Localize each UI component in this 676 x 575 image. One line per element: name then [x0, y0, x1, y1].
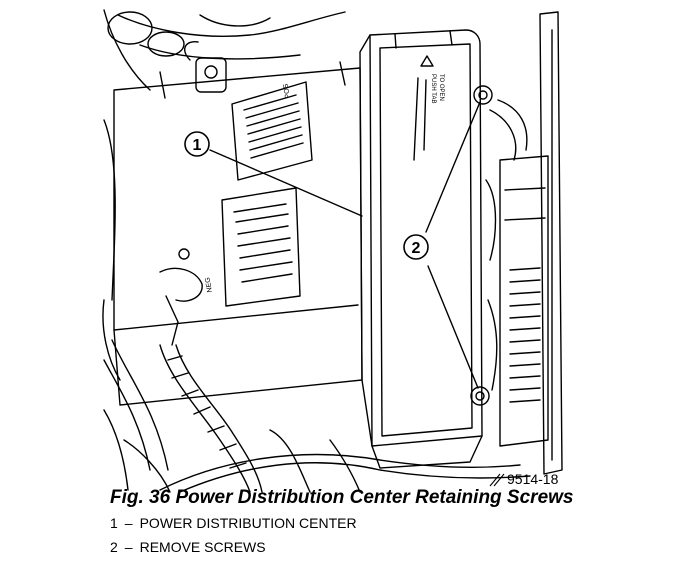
lower-left-hoses: [103, 339, 171, 493]
callout-1: 1: [184, 131, 210, 157]
callout-2-number: 2: [412, 240, 421, 257]
top-left-component: [107, 11, 153, 45]
pos-label: POS: [282, 83, 292, 99]
legend-item-text: REMOVE SCREWS: [139, 539, 266, 555]
connector-wires: [485, 99, 528, 391]
legend-item-text: POWER DISTRIBUTION CENTER: [139, 515, 357, 531]
wiring-harness: [159, 429, 531, 493]
callout-1-number: 1: [193, 137, 202, 154]
positive-terminal: [184, 41, 227, 93]
callout-2-leader-upper: [425, 101, 481, 233]
surrounding-structure-left: [102, 9, 151, 381]
to-open-label: TO OPEN: [438, 74, 444, 101]
callout-1-leader: [209, 149, 363, 217]
figure-caption: Fig. 36 Power Distribution Center Retain…: [110, 487, 574, 508]
right-bracket: [539, 11, 563, 475]
retaining-screw-upper: [473, 85, 493, 105]
retaining-screw-lower: [470, 386, 490, 406]
callout-2: 2: [403, 234, 429, 260]
legend-item-1: 1–POWER DISTRIBUTION CENTER: [110, 515, 357, 531]
drawing-number-mark: [489, 473, 505, 487]
battery-spec-label: [221, 187, 301, 307]
callout-2-leader-lower: [427, 265, 479, 389]
fuse-block: [499, 155, 549, 447]
push-tab-label: PUSH TAB: [430, 74, 436, 103]
legend-item-number: 2: [110, 539, 118, 555]
legend-item-dash: –: [124, 539, 133, 555]
battery-warning-label: [231, 81, 313, 181]
negative-cable: [159, 344, 263, 493]
neg-label: NEG: [204, 277, 214, 293]
legend-item-dash: –: [124, 515, 133, 531]
legend-item-2: 2–REMOVE SCREWS: [110, 539, 266, 555]
legend-item-number: 1: [110, 515, 118, 531]
drawing-number: 9514-18: [507, 471, 559, 487]
negative-terminal: [159, 248, 203, 346]
